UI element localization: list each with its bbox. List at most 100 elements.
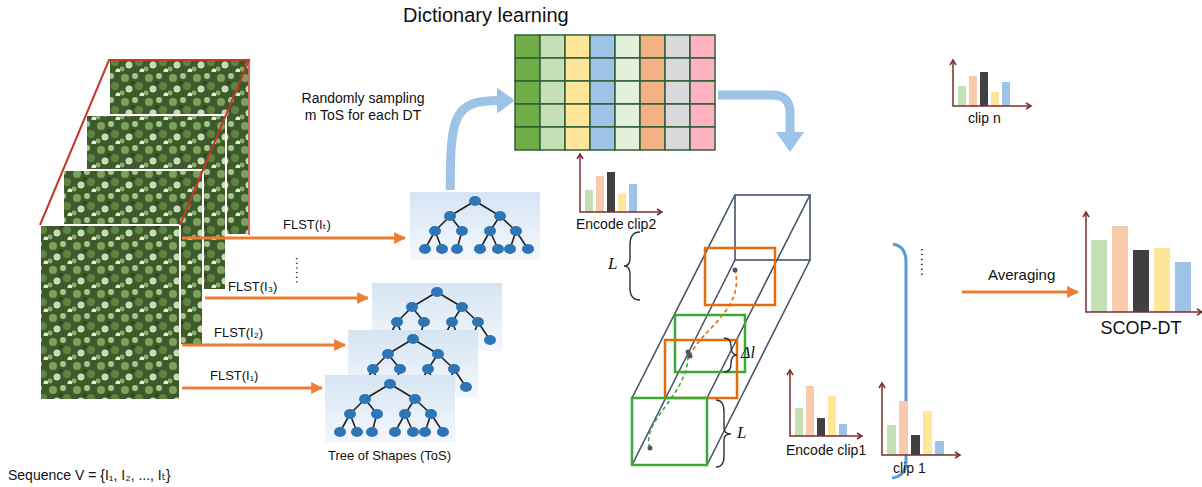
axis-head [950, 60, 956, 65]
axis-head [787, 370, 793, 375]
video-frames [40, 60, 249, 400]
histogram-bar [828, 396, 836, 436]
dimension-label: L [737, 423, 746, 443]
annotation: clip 1 [893, 460, 926, 477]
panel-caption: Tree of Shapes (ToS) [328, 448, 451, 464]
panel-caption: SCOP-DT [1101, 318, 1182, 340]
trajectory [649, 352, 688, 448]
ellipsis-mark: ...... [292, 257, 308, 285]
brace [724, 338, 737, 372]
figure-panel: Dictionary learning [515, 35, 715, 150]
clip-windows [632, 248, 775, 465]
dictionary-atom [665, 35, 690, 58]
histogram-bar [1091, 240, 1107, 312]
histogram [879, 383, 960, 458]
histogram-bar [991, 92, 999, 106]
dictionary-atom [690, 58, 715, 81]
tree-icon [325, 375, 455, 443]
dictionary-atom [565, 104, 590, 127]
clip-window [665, 340, 737, 398]
annotation: FLST(I₂) [214, 325, 263, 341]
histogram-bar [607, 172, 615, 212]
shape-part [707, 260, 810, 465]
histogram-axis [953, 60, 1031, 106]
figure-panel: Sequence V = {I₁, I₂, ..., Iₜ} [8, 60, 300, 484]
flow-arrow [718, 95, 790, 134]
ellipsis-mark: ...... [917, 248, 934, 277]
volume-outline [248, 60, 250, 235]
histogram [787, 370, 862, 439]
histogram [577, 154, 662, 215]
annotation: FLST(I₃) [228, 279, 277, 295]
dictionary-atom [615, 104, 640, 127]
figure-panel: Tree of Shapes (ToS) [322, 190, 547, 464]
dictionary-atom [665, 127, 690, 150]
annotation: Averaging [988, 266, 1055, 284]
dictionary-atom [540, 104, 565, 127]
tree-icon [410, 192, 540, 260]
dictionary-atom [690, 35, 715, 58]
histogram-bar [1175, 262, 1191, 312]
dictionary-atom [590, 35, 615, 58]
histogram-bar [806, 386, 814, 436]
histogram [950, 60, 1031, 109]
dictionary-atom [615, 58, 640, 81]
dictionary-atom [640, 58, 665, 81]
axis-head [657, 209, 662, 215]
histogram-bar [585, 190, 593, 212]
flst-arrow [182, 237, 405, 240]
dimension-label: L [608, 254, 617, 274]
clip-window [705, 248, 775, 305]
dictionary-atom [540, 81, 565, 104]
dictionary-atom [565, 127, 590, 150]
track-point [733, 268, 738, 273]
brace [624, 232, 640, 300]
frame [40, 225, 180, 400]
histogram-bar [899, 401, 908, 455]
histogram-bar [958, 86, 966, 106]
axis-head [879, 383, 885, 388]
dictionary-atom [640, 104, 665, 127]
histogram-axis [882, 383, 960, 455]
dictionary-atom [515, 127, 540, 150]
axis-head [857, 433, 862, 439]
histogram-bar [795, 408, 803, 436]
clip-volume [632, 195, 810, 465]
dictionary-atom [615, 81, 640, 104]
histogram-bar [935, 441, 944, 455]
annotation: FLST(Iₜ) [283, 217, 331, 233]
histogram-bar [1002, 82, 1010, 106]
histogram-axis [580, 154, 662, 212]
dictionary-atom [690, 81, 715, 104]
arrow-shaft [450, 101, 499, 190]
dictionary-atom [515, 35, 540, 58]
arrow-head [497, 88, 515, 114]
flst-arrow [182, 344, 345, 347]
histogram-bar [618, 194, 626, 212]
flow-arrow-head [776, 132, 804, 152]
dictionary-grid [515, 35, 715, 150]
flst-arrow [205, 297, 368, 300]
axis-head [955, 452, 960, 458]
trajectory [690, 270, 736, 356]
dictionary-atom [690, 104, 715, 127]
histogram-bar [911, 435, 920, 455]
axis-head [1083, 212, 1089, 217]
dictionary-atom [640, 127, 665, 150]
averaging-arrow [962, 291, 1078, 294]
histogram-bar [980, 72, 988, 106]
dimension-label: Δl [741, 343, 755, 362]
brace [716, 400, 731, 467]
panel-caption: Sequence V = {I₁, I₂, ..., Iₜ} [8, 467, 171, 484]
histogram-axis [1086, 212, 1202, 312]
histogram-bar [969, 76, 977, 106]
histogram-bar [1154, 248, 1170, 312]
edge-label: Randomly sampling m ToS for each DT [296, 90, 430, 124]
axis-head [1197, 309, 1202, 315]
dictionary-atom [515, 58, 540, 81]
annotation: Encode clip2 [576, 216, 656, 233]
shape-part [707, 195, 810, 398]
shape-part [632, 260, 735, 465]
